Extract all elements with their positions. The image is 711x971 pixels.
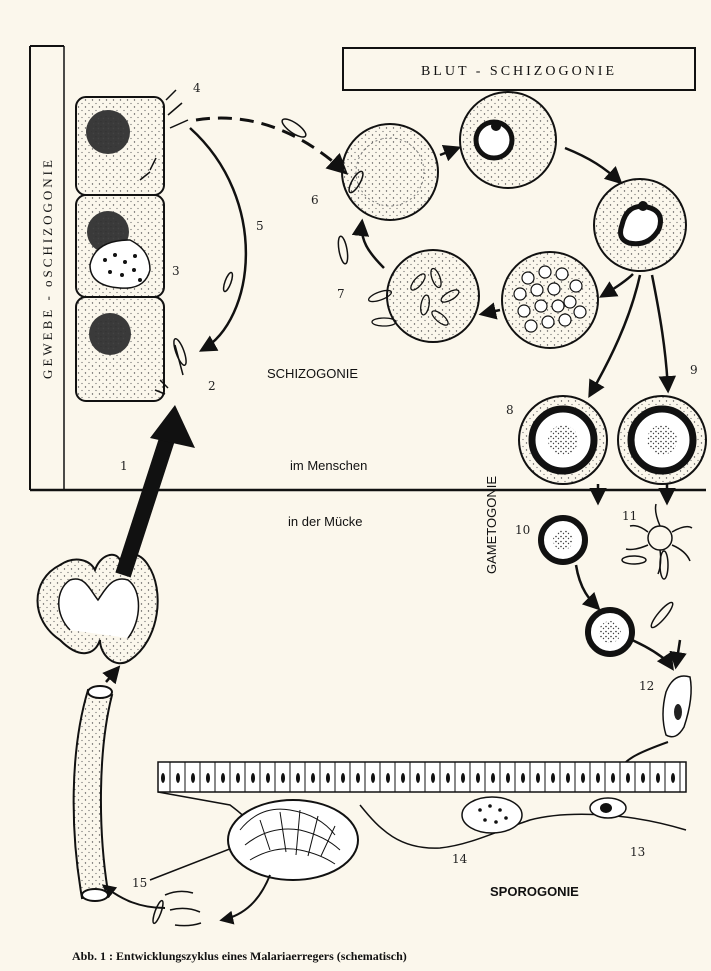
figure-caption: Abb. 1 : Entwicklungszyklus eines Malari… (72, 949, 407, 963)
liver-cells (76, 97, 164, 401)
epithelial-nucleus (311, 773, 315, 783)
epithelial-nucleus (446, 773, 450, 783)
epithelial-nucleus (266, 773, 270, 783)
erythrocyte-schizont (502, 252, 598, 348)
erythrocyte-trophozoite (594, 179, 686, 271)
oocyst-14 (462, 797, 522, 833)
stage-number-7: 7 (337, 287, 345, 301)
salivary-duct (74, 686, 112, 901)
epithelial-nucleus (566, 773, 570, 783)
epithelial-nucleus (221, 773, 225, 783)
stage-number-3: 3 (172, 264, 180, 278)
epithelial-nucleus (296, 773, 300, 783)
stage-number-6: 6 (311, 193, 319, 207)
erythrocyte-bursting-7 (367, 250, 479, 342)
epithelial-nucleus (611, 773, 615, 783)
epithelial-nucleus (596, 773, 600, 783)
epithelial-nucleus (371, 773, 375, 783)
oocyst-young-13 (590, 798, 626, 818)
stage-number-5: 5 (256, 219, 264, 233)
erythrocyte-6 (342, 124, 438, 220)
host-mosquito-label: in der Mücke (288, 514, 362, 529)
big-arrow-to-human (123, 430, 170, 575)
gametogonie-label: GAMETOGONIE (484, 476, 499, 574)
blood-schizogony-title: BLUT - SCHIZOGONIE (421, 64, 617, 79)
liver-cycle-arrow (190, 128, 246, 350)
epithelial-nucleus (671, 773, 675, 783)
epithelial-nucleus (551, 773, 555, 783)
epithelial-nucleus (641, 773, 645, 783)
epithelial-nucleus (191, 773, 195, 783)
dashed-arrow-to-blood (196, 118, 345, 172)
stage-number-4: 4 (193, 81, 201, 95)
epithelial-nucleus (341, 773, 345, 783)
epithelial-nucleus (236, 773, 240, 783)
epithelial-nucleus (581, 773, 585, 783)
epithelial-nucleus (161, 773, 165, 783)
stage-number-9: 9 (690, 363, 698, 377)
epithelial-nucleus (356, 773, 360, 783)
stage-number-1: 1 (120, 459, 128, 473)
epithelial-nucleus (401, 773, 405, 783)
salivary-gland (38, 554, 158, 664)
gametocyte-8 (519, 396, 607, 484)
ookinete-12 (663, 676, 691, 737)
stage-number-2: 2 (208, 379, 216, 393)
epithelial-nucleus (416, 773, 420, 783)
epithelial-nucleus (176, 773, 180, 783)
zygote-fertilization (588, 600, 675, 654)
stage-number-11: 11 (622, 509, 637, 523)
schizogonie-label: SCHIZOGONIE (267, 366, 358, 381)
sporogonie-label: SPOROGONIE (490, 884, 579, 899)
epithelial-nucleus (476, 773, 480, 783)
epithelial-nucleus (431, 773, 435, 783)
erythrocyte-ring-stage (460, 92, 556, 188)
stage-number-10: 10 (515, 523, 530, 537)
epithelial-nucleus (506, 773, 510, 783)
epithelial-nucleus (491, 773, 495, 783)
epithelial-nucleus (251, 773, 255, 783)
stage-number-15: 15 (132, 876, 147, 890)
mature-oocyst (228, 800, 358, 880)
epithelial-nucleus (281, 773, 285, 783)
host-human-label: im Menschen (290, 458, 367, 473)
epithelial-nucleus (326, 773, 330, 783)
epithelial-nucleus (536, 773, 540, 783)
epithelial-nucleus (521, 773, 525, 783)
epithelial-nucleus (386, 773, 390, 783)
stage-number-12: 12 (639, 679, 654, 693)
epithelial-nucleus (656, 773, 660, 783)
stage-number-14: 14 (452, 852, 468, 866)
epithelial-nucleus (206, 773, 210, 783)
stage-number-13: 13 (630, 845, 645, 859)
macrogamete-10 (541, 518, 585, 562)
blood-title-box: BLUT - SCHIZOGONIE (343, 48, 695, 90)
epithelial-nucleus (461, 773, 465, 783)
stage-number-8: 8 (506, 403, 514, 417)
gametocyte-9 (618, 396, 706, 484)
tissue-schizogony-title: GEWEBE - oSCHIZOGONIE (40, 157, 55, 379)
epithelial-nucleus (626, 773, 630, 783)
